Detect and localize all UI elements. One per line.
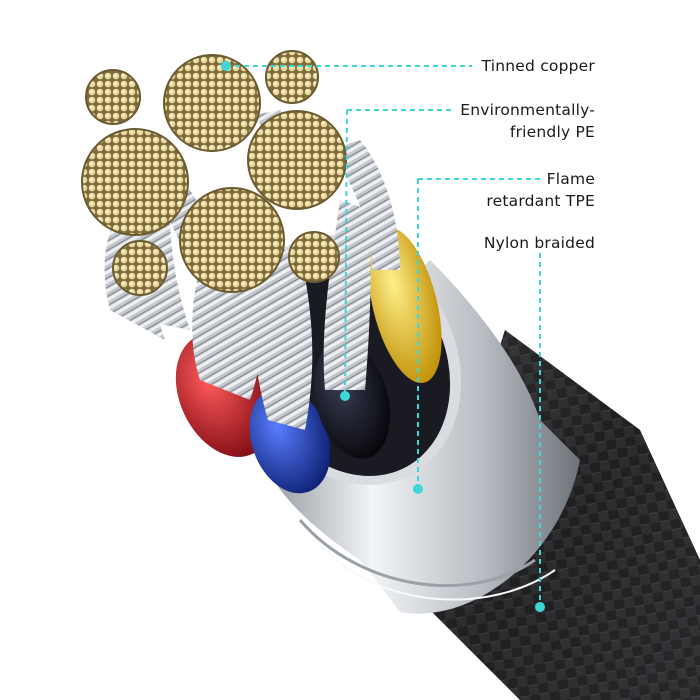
label-tpe: Flame retardant TPE bbox=[486, 168, 595, 212]
label-tinned-copper-text: Tinned copper bbox=[481, 57, 595, 75]
tinned-copper-bundles bbox=[81, 50, 347, 296]
callout-lines bbox=[226, 65, 541, 607]
label-pe-line1: Environmentally- bbox=[460, 101, 595, 119]
callout-line-tpe bbox=[417, 178, 540, 489]
callout-line-pe bbox=[344, 109, 452, 397]
label-pe-line2: friendly PE bbox=[509, 123, 595, 141]
label-tpe-line2: retardant TPE bbox=[486, 192, 595, 210]
label-pe: Environmentally- friendly PE bbox=[460, 99, 595, 143]
callout-dot-tpe bbox=[413, 484, 423, 494]
callout-dots bbox=[221, 61, 545, 612]
callout-dot-pe bbox=[340, 391, 350, 401]
label-tinned-copper: Tinned copper bbox=[482, 55, 595, 77]
label-nylon-text: Nylon braided bbox=[483, 234, 595, 252]
callout-dot-nylon bbox=[535, 602, 545, 612]
callout-dot-tinned-copper bbox=[221, 61, 231, 71]
label-nylon-braided: Nylon braided bbox=[484, 232, 595, 254]
label-tpe-line1: Flame bbox=[546, 170, 595, 188]
